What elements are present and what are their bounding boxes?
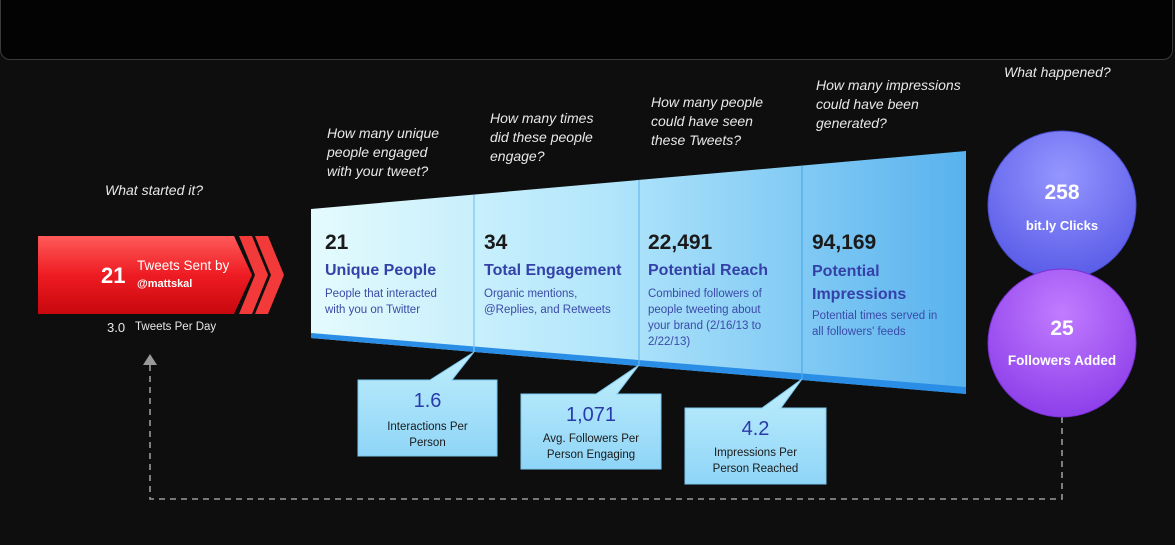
question-engagement: How many times did these people engage? — [490, 110, 594, 164]
clicks-label: bit.ly Clicks — [1025, 218, 1099, 233]
tweets-per-day-label: Tweets Per Day — [135, 321, 217, 333]
tweets-per-day-value: 3.0 — [107, 320, 126, 335]
feedback-arrow-head — [143, 354, 157, 365]
followers-label: Followers Added — [1007, 353, 1117, 368]
callout-followers-label: Avg. Followers Per Person Engaging — [542, 433, 640, 461]
total-engagement-number: 34 — [484, 231, 508, 254]
callout-followers-number: 1,071 — [565, 404, 617, 426]
potential-impressions-desc: Potential times served in all followers'… — [812, 310, 938, 338]
followers-circle — [987, 268, 1137, 418]
tweet-chevron-2 — [239, 236, 268, 314]
top-bar — [0, 0, 1173, 60]
unique-people-title: Unique People — [325, 262, 437, 279]
callout-interactions-label: Interactions Per Person — [387, 421, 468, 449]
callout-impressions-label: Impressions Per Person Reached — [712, 447, 799, 475]
question-reach: How many people could have seen these Tw… — [651, 94, 764, 148]
callout-impressions-number: 4.2 — [741, 418, 770, 440]
callout-box-1 — [357, 351, 498, 457]
potential-reach-title: Potential Reach — [648, 262, 769, 279]
question-unique-people: How many unique people engaged with your… — [327, 125, 440, 179]
unique-people-desc: People that interacted with you on Twitt… — [325, 288, 437, 316]
total-engagement-title: Total Engagement — [484, 262, 622, 279]
callout-interactions: 1.6 Interactions Per Person — [358, 390, 497, 451]
question-impressions: How many impressions could have been gen… — [816, 77, 961, 131]
tweet-chevron-3 — [255, 236, 284, 314]
potential-reach-desc: Combined followers of people tweeting ab… — [648, 288, 762, 348]
tweet-label: Tweets Sent by — [137, 258, 230, 273]
question-happened: What happened? — [1004, 64, 1111, 80]
clicks-number: 258 — [1044, 181, 1080, 204]
potential-reach-number: 22,491 — [648, 231, 713, 254]
unique-people-number: 21 — [325, 231, 349, 254]
followers-number: 25 — [1050, 317, 1074, 340]
callout-interactions-number: 1.6 — [413, 390, 442, 412]
total-engagement-desc: Organic mentions, @Replies, and Retweets — [484, 288, 611, 316]
callout-impressions: 4.2 Impressions Per Person Reached — [685, 418, 826, 477]
clicks-circle — [987, 130, 1137, 280]
potential-impressions-title: Potential Impressions — [812, 263, 907, 303]
tweet-banner — [38, 236, 252, 314]
tweet-handle: @mattskal — [137, 278, 193, 290]
potential-impressions-number: 94,169 — [812, 231, 877, 254]
callout-followers: 1,071 Avg. Followers Per Person Engaging — [521, 404, 661, 463]
question-started: What started it? — [105, 182, 204, 198]
callout-box-3 — [684, 378, 827, 485]
tweet-count: 21 — [101, 263, 126, 288]
callout-box-2 — [520, 364, 662, 470]
